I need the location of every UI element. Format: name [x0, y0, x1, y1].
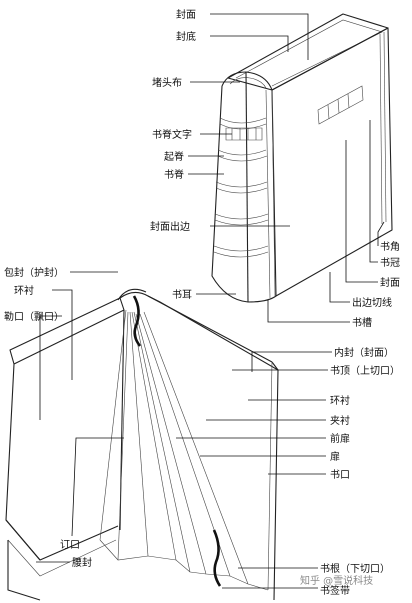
label-back-cover: 封底: [176, 30, 196, 43]
label-frontispiece: 前扉: [330, 432, 350, 445]
label-endpaper-2: 环衬: [330, 394, 350, 407]
watermark: 知乎 @雪说科技: [300, 574, 373, 587]
label-cover: 封面: [176, 8, 196, 21]
label-book-ear: 书耳: [172, 289, 192, 301]
label-overhang-line: 出边切线: [352, 296, 392, 309]
open-book-illustration: [5, 288, 279, 601]
label-front-flap: 勒口（飘口）: [4, 310, 64, 323]
label-top-edge: 书顶（上切口）: [330, 365, 400, 377]
label-groove: 书槽: [352, 316, 372, 329]
label-title-page: 扉: [330, 450, 340, 463]
label-cover-overhang: 封面出边: [150, 220, 190, 233]
label-headband: 堵头布: [152, 76, 182, 89]
label-bottom-edge: 书根（下切口）: [320, 562, 390, 575]
label-cover-face: 封面: [380, 276, 400, 289]
label-interleaf: 夹衬: [330, 414, 350, 427]
label-inner-cover: 内封（封面）: [334, 346, 394, 359]
label-bookmark: 书签带: [320, 584, 350, 597]
label-endpaper: 环衬: [14, 284, 34, 297]
label-dust-jacket: 包封（护封）: [4, 266, 64, 279]
label-gutter: 订口: [60, 539, 80, 551]
label-book-crown: 书冠: [380, 257, 400, 269]
label-raised-band: 起脊: [164, 150, 184, 163]
upright-book-illustration: [211, 13, 393, 303]
label-book-corner: 书角: [380, 241, 400, 253]
labels: 封面 封底 堵头布 书脊文字 起脊 书脊 封面出边 书角 书冠 封面 出边切线 …: [4, 8, 400, 597]
label-fore-edge: 书口: [330, 469, 350, 481]
label-belly-band: 腰封: [72, 556, 92, 569]
label-spine: 书脊: [164, 168, 184, 181]
leader-lines: [36, 13, 385, 589]
label-spine-title: 书脊文字: [152, 128, 192, 141]
